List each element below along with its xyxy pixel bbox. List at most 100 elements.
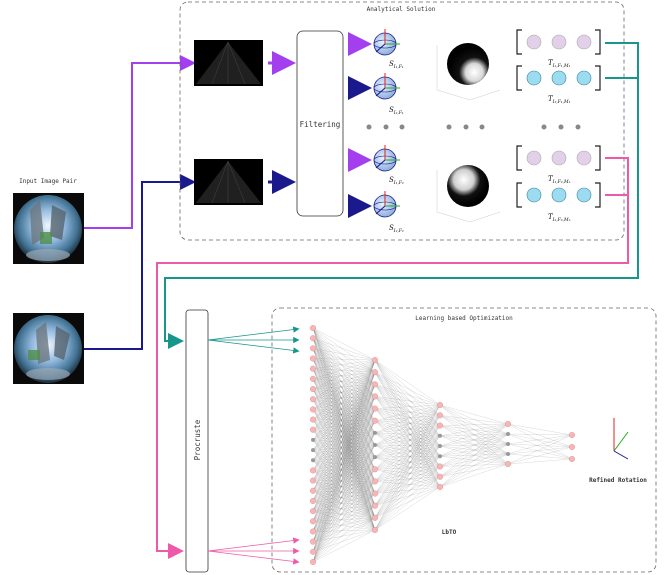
network-edge: [312, 432, 376, 542]
network-edge: [312, 358, 376, 421]
network-edge: [374, 435, 441, 531]
network-node: [372, 478, 379, 485]
network-edge: [374, 425, 441, 470]
network-edge: [312, 429, 376, 531]
filtering-block: [296, 30, 344, 217]
procrustes-label: Procruste: [193, 419, 202, 460]
network-edge: [312, 469, 376, 502]
network-edge: [374, 481, 441, 488]
network-edge: [439, 435, 509, 465]
network-edge: [374, 396, 441, 477]
network-edge: [312, 396, 376, 552]
network-edge: [312, 444, 376, 542]
network-edge: [312, 338, 376, 446]
network-edge: [374, 432, 441, 477]
network-edge: [312, 327, 376, 361]
network-edge: [374, 408, 441, 426]
network-edge: [312, 429, 376, 458]
network-edge: [374, 425, 441, 494]
network-edge: [439, 423, 509, 488]
network-edge: [312, 378, 376, 470]
network-edge: [374, 372, 441, 436]
refined-rotation-label: Refined Rotation: [589, 477, 647, 484]
network-edge: [312, 372, 376, 390]
network-edge: [312, 529, 376, 552]
network-node: [310, 559, 317, 566]
network-node: [505, 461, 512, 468]
vector-t1: [516, 29, 601, 55]
network-edge: [374, 396, 441, 406]
network-edge: [374, 359, 441, 477]
network-node: [569, 432, 576, 439]
network-edge: [312, 432, 376, 512]
network-edge: [374, 372, 441, 467]
t4-label: TI₂,F₂,Mₙ: [548, 213, 571, 223]
network-edge: [312, 372, 376, 491]
network-node: [569, 444, 576, 451]
network-edge: [312, 469, 376, 471]
network-edge: [312, 327, 376, 470]
network-edge: [312, 368, 376, 458]
network-edge: [312, 408, 376, 430]
network-edge: [374, 408, 441, 488]
network-edge: [312, 420, 376, 441]
network-edge: [312, 457, 376, 552]
network-ellipsis-dot: [373, 443, 377, 447]
network-edge: [312, 396, 376, 430]
network-edge: [312, 338, 376, 433]
network-edge: [312, 384, 376, 390]
network-edge: [374, 456, 441, 494]
network-nodes: [310, 325, 576, 566]
network-edge: [312, 481, 376, 563]
network-edge: [312, 419, 376, 433]
network-edge: [439, 423, 509, 467]
network-edge: [312, 348, 376, 373]
network-edge: [312, 529, 376, 542]
network-edge: [312, 420, 376, 522]
network-node: [310, 325, 317, 332]
network-edge: [312, 505, 376, 532]
network-edge: [374, 415, 441, 458]
network-node: [310, 497, 317, 504]
network-edge: [439, 415, 509, 425]
network-edge: [312, 384, 376, 430]
network-edge: [312, 358, 376, 506]
network-node: [372, 405, 379, 412]
network-edge: [312, 517, 376, 522]
network-edge: [312, 444, 376, 491]
network-edge: [312, 408, 376, 461]
network-edge: [312, 348, 376, 433]
network-edge: [374, 415, 441, 470]
network-edge: [374, 444, 441, 457]
network-edge: [507, 433, 573, 460]
network-edge: [312, 399, 376, 433]
network-edge: [439, 423, 509, 447]
vector-t3: [516, 145, 601, 171]
network-edge: [312, 505, 376, 552]
network-edge: [374, 435, 441, 446]
network-edge: [374, 359, 441, 416]
network-ellipsis-dot: [506, 452, 510, 456]
network-edge: [374, 372, 441, 416]
network-edge: [374, 466, 441, 531]
network-edge: [439, 433, 509, 447]
network-edge: [374, 396, 441, 447]
network-edge: [439, 404, 509, 435]
network-edge: [374, 476, 441, 482]
network-edge: [507, 443, 573, 448]
network-edge: [374, 425, 441, 531]
network-edge: [312, 420, 376, 542]
network-edge: [312, 359, 376, 542]
network-edge: [312, 396, 376, 542]
network-edge: [374, 457, 441, 467]
network-node: [310, 548, 317, 555]
network-node: [372, 417, 379, 424]
network-edge: [312, 358, 376, 494]
network-edge: [374, 456, 441, 506]
ellipsis-dots-analytical: [366, 124, 581, 130]
pink-join: [605, 157, 629, 196]
network-edge: [374, 420, 441, 477]
network-edge: [374, 404, 441, 433]
network-node: [310, 406, 317, 413]
network-edge: [439, 443, 509, 447]
